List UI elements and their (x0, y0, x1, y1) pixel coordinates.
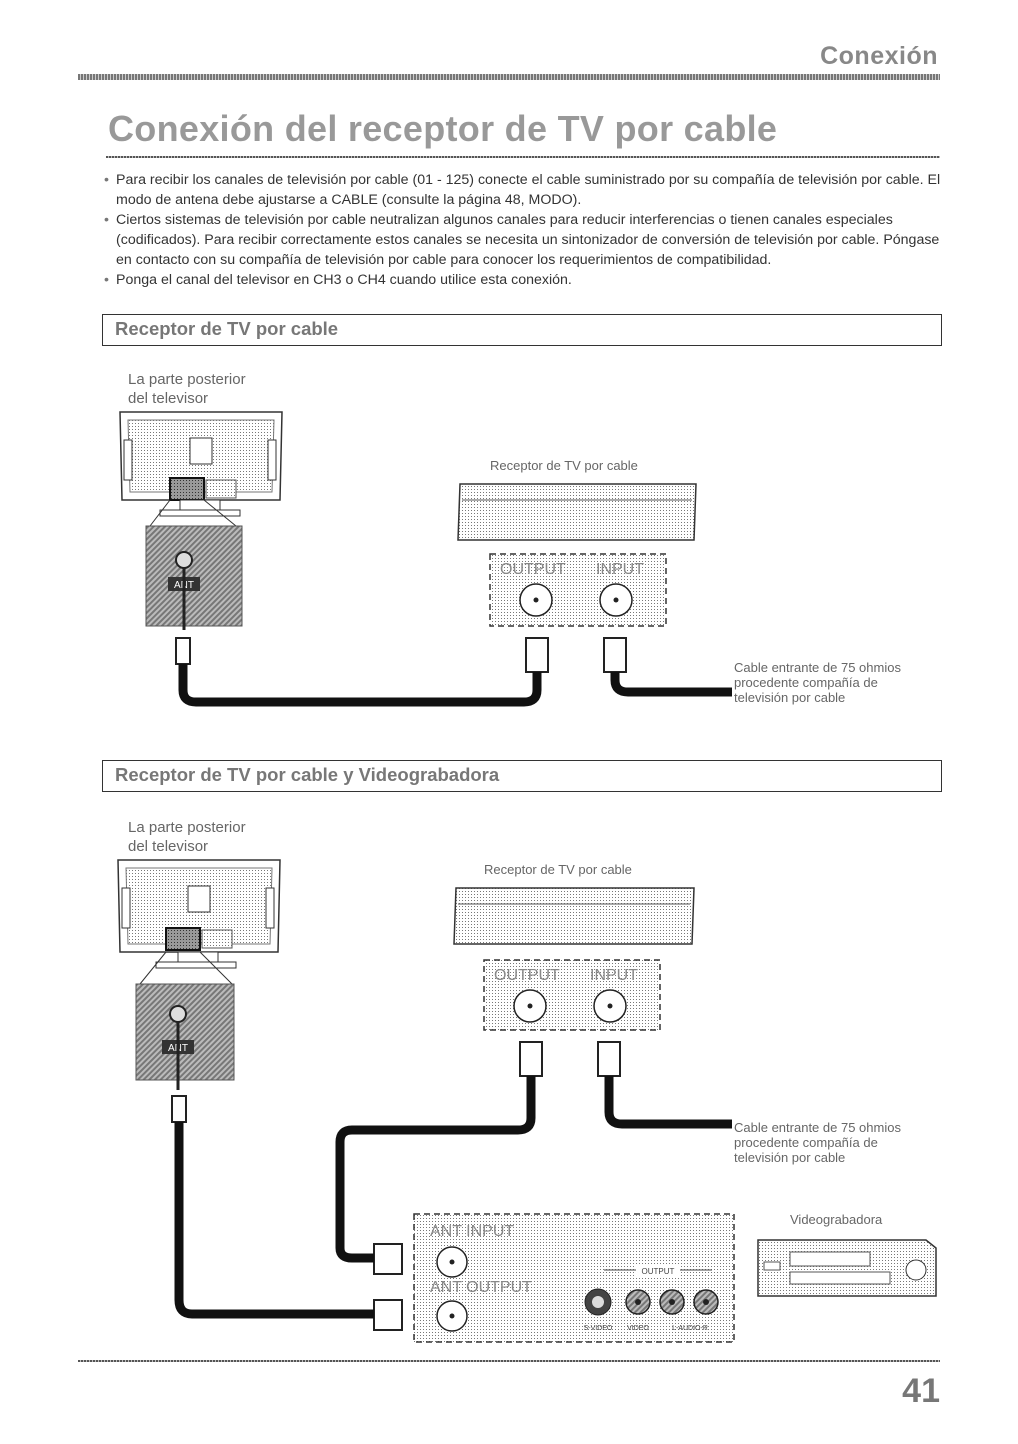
vcr-video-label: VIDEO (627, 1325, 649, 1332)
cables-section2 (171, 1041, 732, 1331)
section-heading: Receptor de TV por cable (115, 318, 339, 339)
cable-box-illustration: OUTPUT INPUT (457, 483, 697, 627)
tv-back-illustration (119, 411, 283, 527)
header-rule (78, 74, 940, 80)
output-port-label: OUTPUT (494, 967, 560, 984)
vcr-rear-panel: ANT INPUT ANT OUTPUT OUTPUT S-VIDEO VIDE… (413, 1213, 735, 1343)
cable-box-label: Receptor de TV por cable (484, 862, 632, 877)
instructions-list: Para recibir los canales de televisión p… (102, 170, 952, 290)
page-number: 41 (902, 1372, 940, 1410)
section-heading: Receptor de TV por cable y Videograbador… (115, 764, 500, 785)
vcr-ant-input-label: ANT INPUT (430, 1223, 514, 1240)
tv-back-label: La parte posterior del televisor (128, 819, 246, 855)
instruction-item: Para recibir los canales de televisión p… (102, 170, 952, 210)
section-heading-box-cable-vcr: Receptor de TV por cable y Videograbador… (102, 760, 942, 792)
cables-section1 (175, 637, 732, 707)
title-rule (106, 156, 940, 158)
page-title: Conexión del receptor de TV por cable (108, 108, 778, 149)
footer-rule (78, 1360, 940, 1362)
instruction-item: Ponga el canal del televisor en CH3 o CH… (102, 270, 952, 290)
instruction-item: Ciertos sistemas de televisión por cable… (102, 210, 952, 270)
tv-back-illustration (117, 859, 281, 985)
vcr-audio-label: L-AUDIO-R (672, 1325, 708, 1332)
ant-terminal-inset: ANT (145, 525, 243, 630)
section-header-title: Conexión (820, 42, 938, 70)
input-port-label: INPUT (590, 967, 638, 984)
cable-box-label: Receptor de TV por cable (490, 458, 638, 473)
vcr-front-illustration (757, 1239, 937, 1297)
cable-box-illustration: OUTPUT INPUT (453, 887, 695, 1031)
ant-terminal-inset: ANT (135, 983, 235, 1090)
output-port-label: OUTPUT (500, 561, 566, 578)
vcr-output-label: OUTPUT (642, 1267, 675, 1276)
input-port-label: INPUT (596, 561, 644, 578)
section-heading-box-cable: Receptor de TV por cable (102, 314, 942, 346)
vcr-ant-output-label: ANT OUTPUT (430, 1279, 532, 1296)
tv-back-label: La parte posterior del televisor (128, 371, 246, 407)
vcr-label: Videograbadora (790, 1212, 883, 1227)
incoming-cable-label: Cable entrante de 75 ohmios procedente c… (734, 660, 901, 705)
vcr-svideo-label: S-VIDEO (584, 1325, 613, 1332)
incoming-cable-label: Cable entrante de 75 ohmios procedente c… (734, 1120, 901, 1165)
